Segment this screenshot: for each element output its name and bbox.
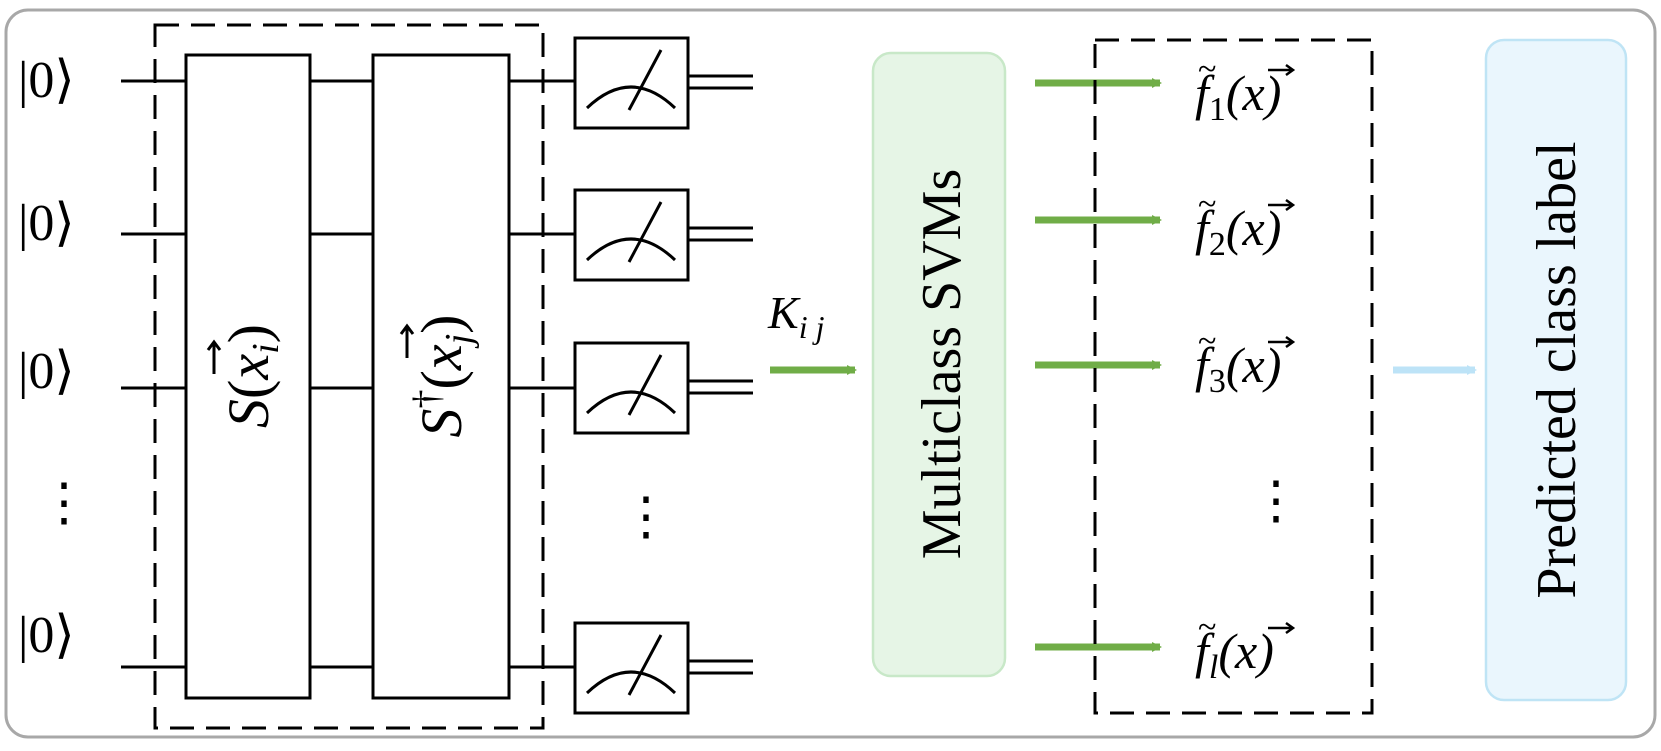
output-functions: f1(x) ~ f2(x) ~ f3(x) ~ fl(x) ~ — [1195, 51, 1296, 686]
outputs-ellipsis: ⋮ — [1250, 473, 1302, 530]
meter-2 — [573, 188, 753, 282]
svg-text:f2(x): f2(x) — [1195, 200, 1281, 263]
meter-box — [573, 341, 690, 435]
fn-tilde: ~ — [1198, 51, 1216, 88]
fn-vec-arrow — [1268, 621, 1296, 635]
svm-label: Multiclass SVMs — [911, 169, 973, 560]
gate-s-sub: i — [245, 343, 287, 354]
fn-tilde: ~ — [1198, 323, 1216, 360]
fn-sub: 2 — [1209, 226, 1226, 263]
measurements — [573, 36, 753, 715]
fn-sub: 1 — [1209, 91, 1226, 128]
meter-gauge-icon — [585, 201, 677, 263]
output-arrows — [1035, 78, 1162, 652]
meter-3 — [573, 341, 753, 435]
qubit-labels: |0⟩ |0⟩ |0⟩ |0⟩ — [18, 52, 75, 664]
fn-vec-arrow — [1268, 198, 1296, 212]
kernel-label: Ki j — [767, 287, 825, 345]
gate-s-dagger-close: ) — [409, 315, 474, 334]
meter-4 — [573, 621, 753, 715]
output-fn-4: fl(x) ~ — [1195, 609, 1296, 686]
meter-gauge-icon — [585, 49, 677, 111]
svg-text:S(xi): S(xi) — [216, 324, 287, 428]
meter-box — [573, 621, 690, 715]
gate-s-dagger-box — [371, 53, 511, 700]
gate-s-dagger-vec-arrow — [399, 323, 415, 358]
fn-sub: 3 — [1209, 363, 1226, 400]
fn-tilde: ~ — [1198, 609, 1216, 646]
fn-vec-arrow — [1268, 335, 1296, 349]
meter-gauge-icon — [585, 354, 677, 416]
meter-box — [573, 188, 690, 282]
kernel-sub: i j — [799, 309, 825, 345]
kernel-symbol: K — [767, 287, 801, 338]
gate-s-dagger-label: S†(xj) — [399, 315, 480, 438]
gate-s-box — [184, 53, 312, 700]
gate-s-open: ( — [216, 380, 281, 399]
fn-sub: l — [1209, 649, 1218, 686]
measurement-ellipsis: ⋮ — [620, 489, 672, 546]
fn-arg: (x) — [1226, 200, 1282, 256]
gate-s-dagger-vec: x — [409, 344, 474, 371]
gate-s-dagger-mark: † — [406, 389, 448, 408]
qubit-label-3: |0⟩ — [18, 343, 75, 400]
gate-s-label: S(xi) — [206, 324, 287, 428]
output-fn-3: f3(x) ~ — [1195, 323, 1296, 400]
output-fn-2: f2(x) ~ — [1195, 186, 1296, 263]
fn-vec-arrow — [1268, 63, 1296, 77]
meter-1 — [573, 36, 753, 130]
fn-arg: (x) — [1226, 65, 1282, 121]
gate-s-dagger-symbol: S — [409, 408, 474, 437]
outputs-dashed-box — [1093, 38, 1374, 715]
gate-s-symbol: S — [216, 399, 281, 428]
gate-s-vec-arrow — [206, 339, 222, 374]
qubit-label-2: |0⟩ — [18, 195, 75, 252]
fn-arg: (x) — [1226, 337, 1282, 393]
output-fn-1: f1(x) ~ — [1195, 51, 1296, 128]
svm-box — [871, 51, 1007, 678]
meter-gauge-icon — [585, 634, 677, 696]
svg-text:S†(xj): S†(xj) — [406, 315, 480, 438]
fn-arg: (x) — [1218, 623, 1274, 679]
result-label: Predicted class label — [1526, 141, 1588, 598]
gate-s-dagger-open: ( — [409, 370, 474, 389]
qubit-label-1: |0⟩ — [18, 52, 75, 109]
result-box — [1484, 38, 1628, 702]
qubit-label-4: |0⟩ — [18, 607, 75, 664]
qubit-ellipsis: ⋮ — [38, 475, 90, 532]
fn-tilde: ~ — [1198, 186, 1216, 223]
gate-s-close: ) — [216, 324, 281, 343]
gate-s-vec: x — [216, 354, 281, 381]
meter-box — [573, 36, 690, 130]
circuit-dashed-box — [153, 23, 545, 730]
